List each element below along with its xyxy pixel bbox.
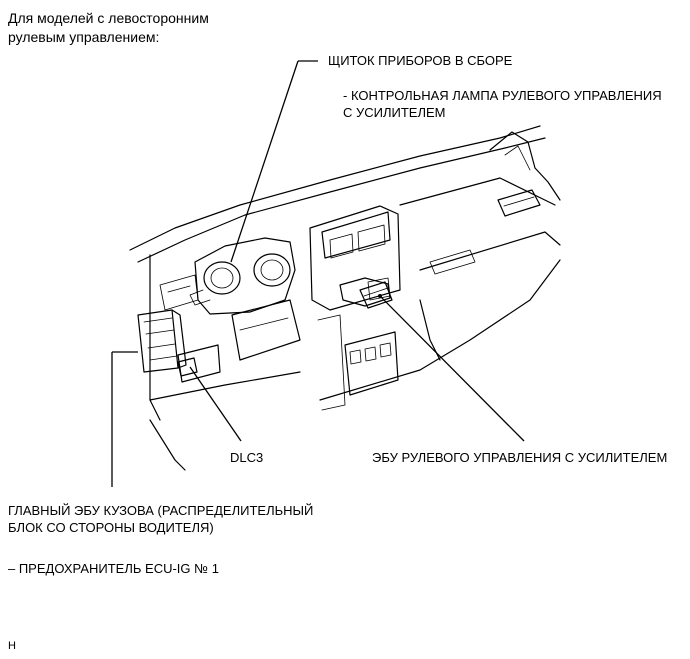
label-fuse: – ПРЕДОХРАНИТЕЛЬ ECU-IG № 1 <box>8 561 219 576</box>
dashboard-outline <box>129 125 561 471</box>
label-combination-meter: ЩИТОК ПРИБОРОВ В СБОРЕ <box>328 53 513 68</box>
leader-power-steering-ecu <box>379 295 525 442</box>
diagram-title-line-2: рулевым управлением: <box>8 29 160 45</box>
label-power-steering-lamp-line-1: - КОНТРОЛЬНАЯ ЛАМПА РУЛЕВОГО УПРАВЛЕНИЯ <box>343 88 662 103</box>
label-power-steering-ecu: ЭБУ РУЛЕВОГО УПРАВЛЕНИЯ С УСИЛИТЕЛЕМ <box>372 450 668 465</box>
label-main-body-ecu-line-1: ГЛАВНЫЙ ЭБУ КУЗОВА (РАСПРЕДЕЛИТЕЛЬНЫЙ <box>8 503 314 518</box>
leader-lines <box>111 60 525 487</box>
label-main-body-ecu-line-2: БЛОК СО СТОРОНЫ ВОДИТЕЛЯ) <box>8 520 214 535</box>
label-dlc3: DLC3 <box>230 450 264 465</box>
leader-combination-meter <box>230 60 299 263</box>
leader-dlc3 <box>189 366 242 442</box>
diagram-title-line-1: Для моделей с левосторонним <box>8 10 209 26</box>
label-power-steering-lamp-line-2: С УСИЛИТЕЛЕМ <box>343 105 446 120</box>
corner-mark: H <box>8 640 16 652</box>
leader-dot <box>378 294 382 298</box>
